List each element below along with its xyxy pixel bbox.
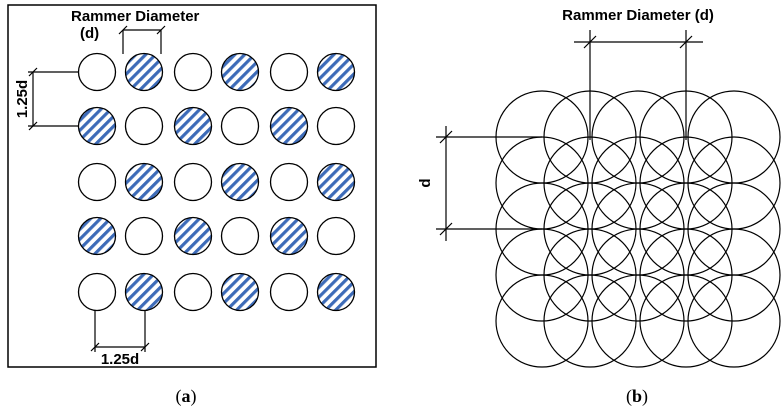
hatched-tamping-point: [173, 106, 213, 146]
tamping-point: [173, 52, 213, 92]
panel-a-caption-open: (: [176, 386, 182, 407]
panel-a-horizontal-spacing-label: 1.25d: [101, 351, 139, 368]
hatched-tamping-point: [77, 106, 117, 146]
panel-b-spacing-label: d: [417, 178, 434, 187]
tamping-point: [316, 106, 356, 146]
panel-b: Rammer Diameter (d) d (b): [417, 7, 781, 407]
panel-a-caption: (a): [176, 386, 197, 407]
panel-a-circle-grid: [77, 52, 356, 312]
panel-a-title-line1: Rammer Diameter: [71, 8, 200, 25]
panel-a: Rammer Diameter (d) 1.25d 1.25d (a): [7, 4, 377, 407]
panel-a-vertical-spacing-label: 1.25d: [14, 80, 31, 118]
tamping-point: [173, 162, 213, 202]
tamping-point: [220, 216, 260, 256]
overlapping-tamping-circle: [591, 274, 685, 368]
tamping-point: [173, 272, 213, 312]
tamping-point: [316, 216, 356, 256]
panel-b-title: Rammer Diameter (d): [562, 7, 714, 24]
overlapping-tamping-circle: [495, 274, 589, 368]
panel-b-caption-close: ): [642, 386, 648, 407]
panel-b-diameter-dimension: [574, 30, 703, 140]
tamping-point: [269, 162, 309, 202]
hatched-tamping-point: [220, 272, 260, 312]
panel-b-caption-letter: b: [632, 386, 642, 406]
tamping-point: [77, 272, 117, 312]
overlapping-tamping-circle: [687, 274, 781, 368]
hatched-tamping-point: [269, 106, 309, 146]
tamping-point: [124, 106, 164, 146]
hatched-tamping-point: [173, 216, 213, 256]
hatched-tamping-point: [124, 162, 164, 202]
hatched-tamping-point: [269, 216, 309, 256]
tamping-point: [269, 52, 309, 92]
tamping-point: [220, 106, 260, 146]
panel-a-diameter-dimension: [118, 25, 166, 54]
hatched-tamping-point: [124, 52, 164, 92]
tamping-point: [269, 272, 309, 312]
hatched-tamping-point: [220, 52, 260, 92]
panel-b-caption-open: (: [626, 386, 632, 407]
panel-b-spacing-dimension: [436, 126, 542, 241]
hatched-tamping-point: [316, 162, 356, 202]
panel-b-caption: (b): [626, 386, 648, 407]
panel-a-vertical-spacing-dimension: [28, 67, 79, 131]
panel-a-frame: [7, 4, 377, 368]
panel-a-title-line2: (d): [80, 25, 99, 42]
hatched-tamping-point: [316, 272, 356, 312]
panel-a-caption-letter: a: [182, 386, 191, 406]
overlapping-tamping-circle: [639, 274, 733, 368]
hatched-tamping-point: [220, 162, 260, 202]
tamping-point: [77, 52, 117, 92]
hatched-tamping-point: [124, 272, 164, 312]
hatched-tamping-point: [316, 52, 356, 92]
tamping-point: [77, 162, 117, 202]
panel-a-horizontal-spacing-dimension: [90, 311, 150, 352]
tamping-point: [124, 216, 164, 256]
overlapping-tamping-circle: [543, 274, 637, 368]
hatched-tamping-point: [77, 216, 117, 256]
panel-a-caption-close: ): [191, 386, 197, 407]
